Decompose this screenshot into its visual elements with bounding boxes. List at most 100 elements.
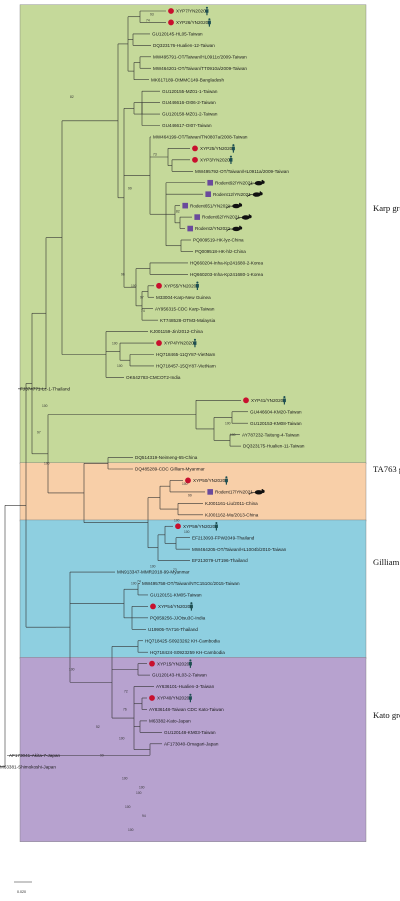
bootstrap-value: 100 bbox=[139, 786, 145, 790]
taxon-label: KJ001162-Mu/2013-China bbox=[205, 512, 259, 517]
taxon-label: XYP59/YN2020 bbox=[183, 524, 216, 529]
taxon-label: PQ059256-JJOtsu3C-India bbox=[150, 615, 206, 620]
taxon-label: GU120143-HL03-2-Taiwan bbox=[152, 673, 207, 678]
taxon-label: MW495791-OT/Taiwan/HL0911c/2009-Taiwan bbox=[153, 54, 247, 59]
taxon-label: GU446604-KM20-Taiwan bbox=[250, 409, 302, 414]
taxon-label: MW495758-OT/Taiwan/NTC1510c/2015-Taiwan bbox=[142, 581, 240, 586]
taxon-label: GU446617-OI07-Taiwan bbox=[162, 123, 212, 128]
rodent-sample-marker bbox=[182, 202, 188, 209]
taxon-label: KT748528-OTM3-Malaysia bbox=[160, 318, 216, 323]
human-sample-marker bbox=[149, 695, 155, 701]
taxon-label: DQ323175-Hualien-11-Taiwan bbox=[243, 444, 305, 449]
taxon-label: GU120158-MZ01-2-Taiwan bbox=[162, 112, 218, 117]
rodent-silhouette-icon bbox=[248, 179, 265, 186]
bootstrap-value: 100 bbox=[230, 433, 236, 437]
taxon-label: Rodent2/YN2021 bbox=[195, 226, 231, 231]
rodent-silhouette-icon bbox=[226, 202, 243, 209]
rodent-sample-marker bbox=[194, 214, 200, 220]
taxon-label: Rodent17/YN2021 bbox=[215, 490, 253, 495]
bootstrap-value: 100 bbox=[174, 519, 180, 523]
taxon-label: HQ718424-S0923259 KH-Cambodia bbox=[150, 650, 225, 655]
taxon-label: XYP26/YN2020 bbox=[176, 20, 209, 25]
taxon-label: AY636101-Hualien-3-Taiwan bbox=[156, 684, 215, 689]
human-sample-marker bbox=[185, 477, 191, 484]
taxon-label: GU446616-OI06-2-Taiwan bbox=[162, 100, 216, 105]
bootstrap-value: 100 bbox=[150, 565, 156, 569]
bootstrap-value: 100 bbox=[122, 776, 128, 780]
rodent-silhouette-icon bbox=[246, 191, 263, 198]
bootstrap-value: 96 bbox=[121, 273, 125, 277]
rodent-silhouette-icon bbox=[248, 489, 265, 495]
human-sample-marker bbox=[149, 660, 155, 667]
taxon-label: PQ009519-HK-lyz-China bbox=[193, 238, 244, 243]
bootstrap-value: 52 bbox=[96, 725, 100, 729]
bootstrap-value: 74 bbox=[141, 309, 145, 313]
bootstrap-value: 100 bbox=[184, 530, 190, 534]
human-figure-icon bbox=[188, 693, 192, 703]
taxon-label: XYP41/YN2020 bbox=[251, 398, 284, 403]
bootstrap-value: 74 bbox=[137, 579, 141, 583]
taxon-label: OK642783-CMCOT2-India bbox=[126, 375, 181, 380]
human-sample-marker bbox=[243, 397, 249, 404]
taxon-label: Rodent92/YN2021 bbox=[215, 180, 253, 185]
taxon-label: Rodent62/YN2021 bbox=[202, 215, 240, 220]
taxon-label: AY787232-Taitung-4-Taiwan bbox=[242, 432, 300, 437]
taxon-label: EF213093-FPW2049-Thailand bbox=[192, 535, 255, 540]
taxon-label: HQ718465-11QY87-VietNam bbox=[156, 352, 215, 357]
bootstrap-value: 100 bbox=[131, 582, 137, 586]
bootstrap-value: 100 bbox=[42, 404, 48, 408]
human-figure-icon bbox=[189, 602, 193, 611]
taxon-label: Rodent12/YN2021 bbox=[213, 192, 251, 197]
taxon-label: HQ660203-Inha-Kp241680-1-Korea bbox=[190, 272, 263, 277]
taxon-label: XYP3/YN2020 bbox=[200, 157, 230, 162]
bootstrap-value: 93 bbox=[150, 13, 154, 17]
bootstrap-value: 97 bbox=[37, 431, 41, 435]
taxon-label: MN913347-MMR2018-99-Myanmar bbox=[117, 570, 190, 575]
rodent-sample-marker bbox=[205, 191, 211, 197]
human-figure-icon bbox=[188, 659, 192, 668]
bootstrap-value: 100 bbox=[119, 736, 125, 740]
rodent-silhouette-icon bbox=[226, 225, 243, 232]
bootstrap-value: 99 bbox=[100, 753, 104, 757]
bootstrap-value: 100 bbox=[225, 421, 231, 425]
rodent-sample-marker bbox=[207, 489, 213, 495]
human-figure-icon bbox=[224, 476, 228, 485]
group-band-karp bbox=[19, 4, 367, 465]
taxon-label: HQ660204-Inha-Kp241680-2-Korea bbox=[190, 261, 263, 266]
bootstrap-value: 100 bbox=[69, 668, 75, 672]
taxon-label: HQ718425-S0923262 KH-Cambodia bbox=[145, 638, 220, 643]
bootstrap-value: 73 bbox=[173, 568, 177, 572]
taxon-label: GU120153-KM08-Taiwan bbox=[250, 421, 302, 426]
human-sample-marker bbox=[192, 145, 198, 152]
human-sample-marker bbox=[150, 603, 156, 610]
human-sample-marker bbox=[192, 156, 198, 163]
rodent-silhouette-icon bbox=[235, 214, 252, 221]
taxon-labels: XYP7/YN2020XYP26/YN2020GU120145-HL05-Tai… bbox=[0, 6, 305, 769]
taxon-label: MW464205-OT/Taiwan/HL1004b/2010-Taiwan bbox=[192, 547, 287, 552]
human-figure-icon bbox=[195, 281, 199, 290]
bootstrap-value: 72 bbox=[124, 689, 128, 693]
taxon-label: GU120148-KM03-Taiwan bbox=[164, 730, 216, 735]
taxon-label: AF173041-Akita-7-Japan bbox=[9, 753, 61, 758]
bootstrap-value: 99 bbox=[188, 494, 192, 498]
taxon-label: GU120145-HL05-Taiwan bbox=[152, 32, 203, 37]
bootstrap-value: 100 bbox=[112, 341, 118, 345]
taxon-label: Rodent651/YN2021 bbox=[190, 203, 231, 208]
human-figure-icon bbox=[193, 338, 197, 348]
taxon-label: PQ009518-HK-hlz-China bbox=[195, 249, 246, 254]
bootstrap-value: 94 bbox=[142, 814, 146, 818]
human-figure-icon bbox=[282, 396, 286, 405]
taxon-label: AY956315-CDC Karp-Taiwan bbox=[155, 306, 215, 311]
human-figure-icon bbox=[231, 144, 235, 153]
taxon-label: XYP50/YN2020 bbox=[193, 478, 226, 483]
taxon-label: XYP54/YN2020 bbox=[158, 604, 191, 609]
bootstrap-value: 99 bbox=[128, 187, 132, 191]
human-figure-icon bbox=[207, 18, 211, 27]
taxon-label: FJ374771-Lc-1-Thailand bbox=[20, 386, 70, 391]
taxon-label: XYP15/YN2020 bbox=[157, 661, 190, 666]
bootstrap-value: 100 bbox=[136, 791, 142, 795]
human-figure-icon bbox=[229, 155, 233, 165]
group-band-kato bbox=[19, 657, 367, 842]
human-sample-marker bbox=[168, 8, 174, 14]
